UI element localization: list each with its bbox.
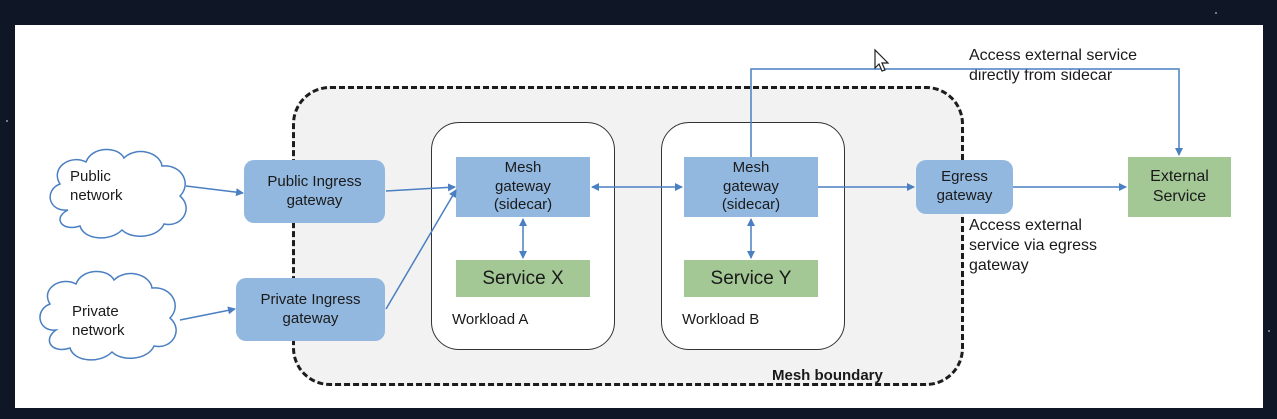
background-star xyxy=(6,120,8,122)
direct-access-annotation: Access external service directly from si… xyxy=(969,47,1138,84)
service-x: Service X xyxy=(456,260,590,297)
workload-a-label: Workload A xyxy=(452,311,529,328)
mesh-boundary xyxy=(292,86,964,386)
background-star xyxy=(1215,12,1217,14)
mesh-gateway-a: Mesh gateway (sidecar) xyxy=(456,157,590,217)
external-service: External Service xyxy=(1128,157,1231,217)
egress-access-annotation: Access external service via egress gatew… xyxy=(969,217,1098,274)
public-ingress-gateway: Public Ingress gateway xyxy=(244,160,385,223)
background-star xyxy=(1268,330,1270,332)
workload-b-label: Workload B xyxy=(682,311,760,328)
public-network-label: Public network xyxy=(70,168,123,204)
egress-gateway: Egress gateway xyxy=(916,160,1013,214)
service-y: Service Y xyxy=(684,260,818,297)
mesh-gateway-b: Mesh gateway (sidecar) xyxy=(684,157,818,217)
mesh-boundary-label: Mesh boundary xyxy=(772,367,883,384)
private-ingress-gateway: Private Ingress gateway xyxy=(236,278,385,341)
private-network-label: Private network xyxy=(72,303,125,339)
